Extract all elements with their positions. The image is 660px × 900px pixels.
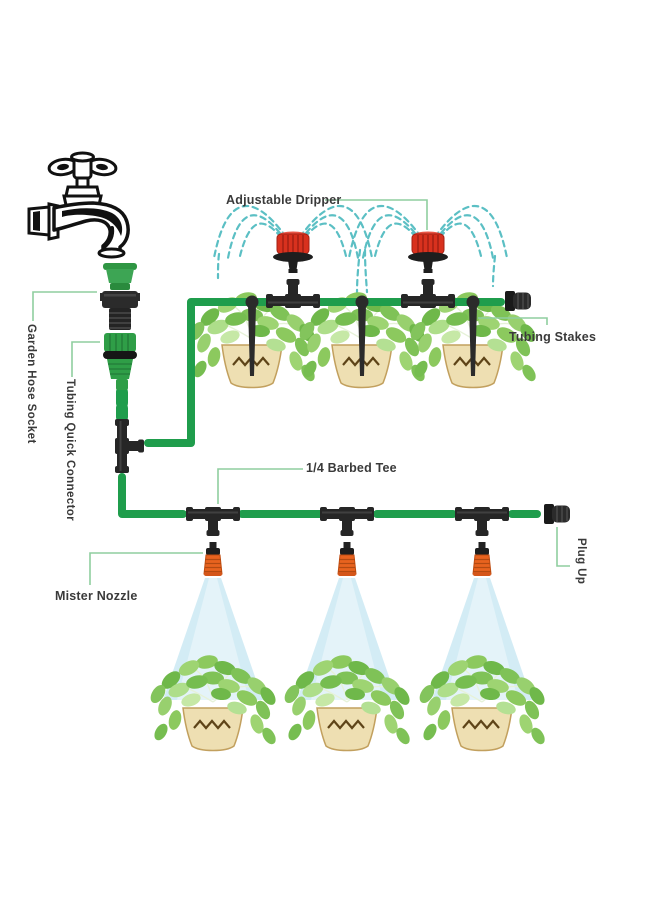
- adjustable-dripper-2: [407, 230, 449, 274]
- end-plug-row2: [543, 503, 571, 525]
- mister-nozzle-3: [472, 541, 492, 577]
- row2-barbed-tee-3: [455, 507, 509, 536]
- plug-up-label: Plug Up: [575, 538, 587, 585]
- tubing-quick-connector-part: [103, 333, 137, 390]
- barbed-tee-label: 1/4 Barbed Tee: [306, 461, 397, 475]
- adjustable-dripper-label: Adjustable Dripper: [226, 193, 342, 207]
- adjustable-dripper-1: [272, 230, 314, 274]
- tubing-quick-connector-label: Tubing Quick Connector: [64, 379, 76, 522]
- end-plug-row1: [504, 290, 532, 312]
- riser-tube-row1: [144, 298, 270, 447]
- faucet-icon: [27, 151, 130, 259]
- main-barbed-tee: [115, 419, 144, 473]
- mister-nozzle-label: Mister Nozzle: [55, 589, 138, 603]
- mister-nozzle-1: [203, 541, 223, 577]
- row1-barbed-tee-1: [266, 279, 320, 308]
- mister-nozzle-2: [337, 541, 357, 577]
- label-leader-lines: [32, 199, 570, 585]
- main-tube-to-row2: [118, 473, 187, 518]
- row2-barbed-tee-2: [320, 507, 374, 536]
- garden-hose-socket-part: [100, 291, 140, 330]
- garden-hose-socket-label: Garden Hose Socket: [25, 324, 37, 444]
- dripper-spray-arcs: [212, 204, 509, 296]
- row1-barbed-tee-2: [401, 279, 455, 308]
- tubing-stakes-label: Tubing Stakes: [509, 330, 597, 344]
- hose-cap-part: [103, 263, 137, 290]
- row2-barbed-tee-1: [186, 507, 240, 536]
